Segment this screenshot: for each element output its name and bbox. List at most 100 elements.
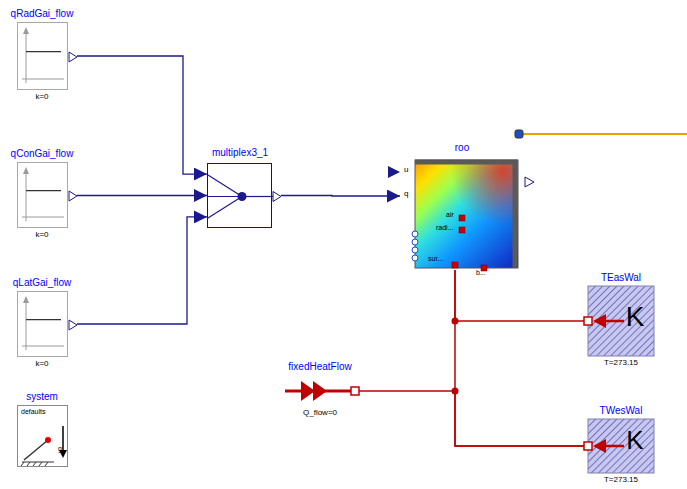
- block-text: K: [626, 301, 645, 333]
- mux-line: [208, 196, 242, 197]
- heat-arrow: [301, 381, 315, 401]
- icon-graphic: [18, 23, 69, 91]
- block-name: qRadGai_flow: [11, 8, 74, 20]
- block-name: qConGai_flow: [11, 148, 74, 160]
- block-text: T=273.15: [604, 475, 638, 484]
- icon-graphic: [415, 160, 518, 268]
- output-port: [69, 52, 77, 62]
- block-name: system: [26, 391, 58, 403]
- signal-connector: [77, 217, 207, 324]
- block-text: k=0: [35, 230, 48, 239]
- plot-line: [26, 51, 61, 52]
- icon-graphic: [18, 163, 69, 229]
- mux-line: [208, 175, 242, 196]
- block-icon: [17, 162, 68, 228]
- ground-hatch: [21, 462, 24, 466]
- room-border: [415, 160, 518, 268]
- room-field: [415, 160, 518, 268]
- icon-graphic: [283, 378, 355, 404]
- heat-connector: [455, 270, 584, 446]
- output-port: [525, 177, 534, 187]
- block-text: defaults: [21, 408, 46, 416]
- block-name: fixedHeatFlow: [288, 361, 351, 373]
- heat-arrow: [593, 314, 606, 328]
- multiplex-block: multiplex3_1: [200, 147, 280, 231]
- port-label: q: [404, 189, 408, 198]
- axis-line: [26, 171, 27, 221]
- block-text: k=0: [35, 92, 48, 101]
- output-port: [69, 320, 77, 330]
- block-name: multiplex3_1: [212, 147, 268, 159]
- ground-hatch: [33, 462, 36, 466]
- axis-line: [26, 300, 27, 350]
- plot-line: [26, 190, 61, 191]
- heat-port: [584, 317, 592, 325]
- fluid-line: [522, 133, 687, 135]
- heat-connector: [359, 391, 584, 446]
- plot-line: [26, 319, 61, 320]
- block-text: K: [626, 426, 643, 456]
- hatch-fill: [588, 419, 654, 473]
- fixed-temperature: TEasWalK T=273.15: [580, 272, 662, 372]
- block-text: k=0: [35, 359, 48, 368]
- heat-flow-source: fixedHeatFlowQ_flow=0: [275, 361, 365, 423]
- heat-port: [452, 262, 458, 268]
- axis-head: [23, 167, 29, 174]
- block-name: roo: [455, 142, 469, 154]
- room-field: [415, 160, 518, 268]
- icon-graphic: [208, 164, 273, 229]
- axis-head: [23, 27, 29, 34]
- slope-line: [24, 440, 48, 460]
- fluid-port: [515, 130, 523, 138]
- axis-line: [22, 346, 64, 347]
- icon-graphic: [18, 292, 69, 358]
- room-frame: [415, 162, 515, 268]
- fluid-port: [412, 239, 418, 245]
- block-name: TWesWal: [600, 405, 643, 417]
- signal-connector: [77, 195, 207, 196]
- gravity-dot: [45, 437, 51, 443]
- output-port: [273, 192, 281, 202]
- ground-line: [22, 462, 54, 463]
- axis-head: [23, 296, 29, 303]
- heat-port: [584, 442, 592, 450]
- gravity-arrow: [62, 426, 64, 452]
- block-text: T=273.15: [604, 358, 638, 367]
- hatch-fill: [588, 286, 654, 356]
- signal-connector: [77, 56, 207, 174]
- block-text: radi...: [436, 224, 454, 232]
- heat-connector: [455, 270, 584, 321]
- source-block: qRadGai_flow k=0: [7, 6, 77, 110]
- axis-line: [22, 217, 64, 218]
- block-text: sur...: [428, 255, 443, 263]
- room-model: roo air radi... sur... b...: [380, 140, 530, 285]
- block-icon: [17, 291, 68, 357]
- icon-graphic: [18, 406, 69, 468]
- block-text: b...: [476, 269, 486, 277]
- axis-line: [22, 79, 64, 80]
- fluid-port: [412, 247, 418, 253]
- block-text: Q_flow=0: [303, 408, 337, 417]
- heat-arrow: [593, 439, 606, 453]
- mux-dot: [238, 192, 247, 201]
- block-icon: [17, 22, 68, 90]
- input-port: [388, 166, 400, 178]
- block-name: TEasWal: [601, 272, 641, 284]
- output-port: [69, 191, 77, 201]
- source-block: qLatGai_flowk=0: [7, 275, 77, 379]
- block-icon: [588, 419, 654, 473]
- signal-connector: [281, 195, 400, 197]
- mux-line: [242, 196, 273, 197]
- fixed-temperature: TWesWalK T=273.15: [580, 405, 662, 487]
- fluid-port: [412, 231, 418, 237]
- source-block: qConGai_flow k=0: [7, 146, 77, 250]
- block-text: g: [58, 445, 62, 453]
- block-text: air: [446, 211, 454, 219]
- block-icon: [415, 160, 518, 268]
- block-icon: [207, 163, 272, 228]
- axis-line: [26, 31, 27, 83]
- heat-port: [351, 387, 359, 395]
